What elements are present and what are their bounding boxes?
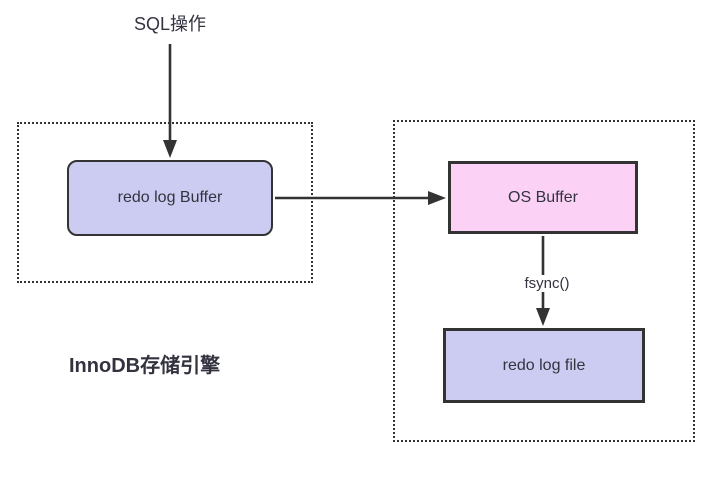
label-fsync-edge: fsync() xyxy=(512,275,582,292)
group-innodb-engine xyxy=(17,122,313,283)
node-redo-log-file: redo log file xyxy=(443,328,645,403)
label-innodb-storage-engine: InnoDB存储引擎 xyxy=(69,355,221,377)
node-os-buffer: OS Buffer xyxy=(448,161,638,234)
node-redo-log-file-label: redo log file xyxy=(502,356,586,374)
node-os-buffer-label: OS Buffer xyxy=(508,188,578,206)
node-redo-log-buffer: redo log Buffer xyxy=(67,160,273,236)
label-sql-operation: SQL操作 xyxy=(133,14,207,34)
group-os-layer xyxy=(393,120,695,442)
node-redo-log-buffer-label: redo log Buffer xyxy=(117,189,223,206)
